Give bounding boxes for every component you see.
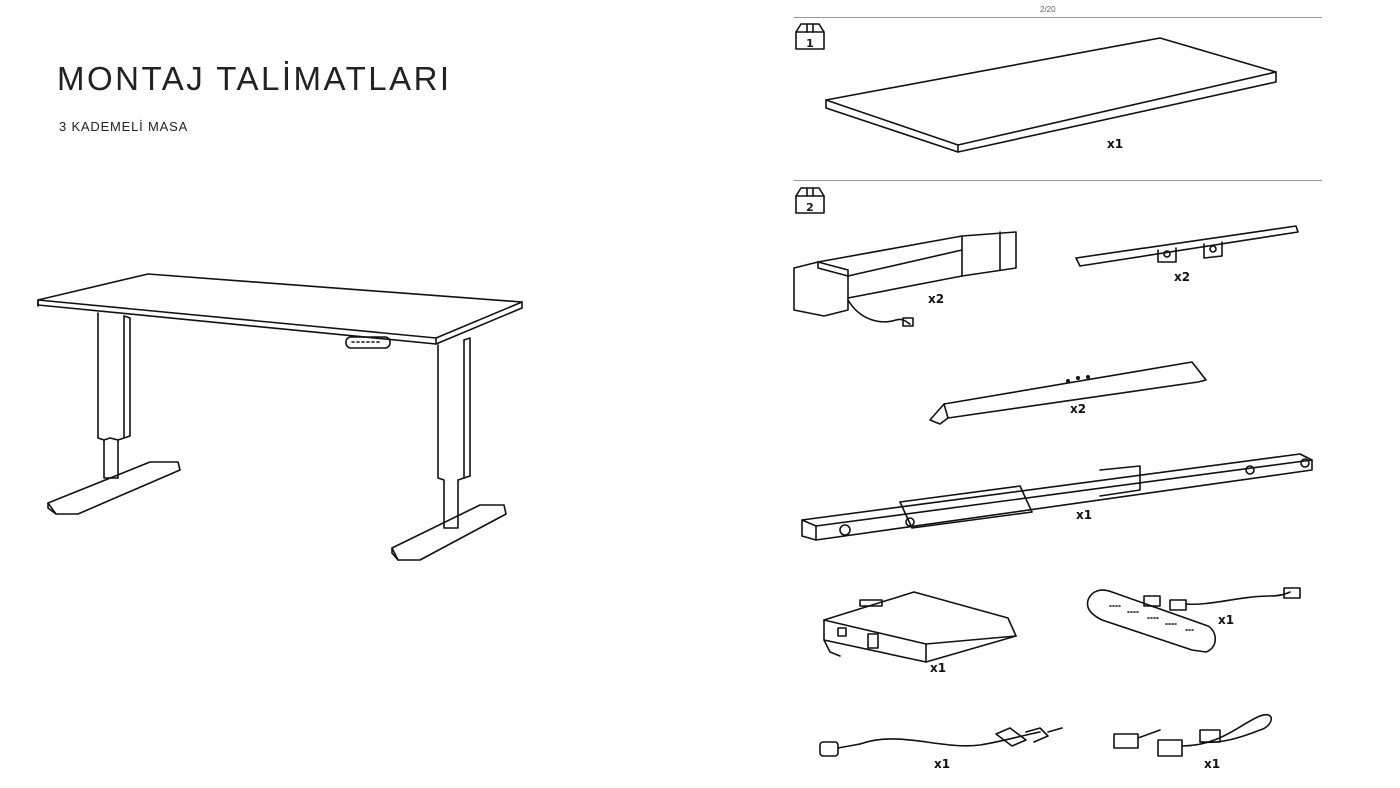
parts-list-page: 2/20 1 x1 2 x2 [700,0,1400,788]
step-2-marker: 2 [795,186,825,214]
handset-part [1086,587,1301,653]
foot-part [929,361,1207,425]
handset-qty: x1 [1218,613,1235,627]
desktop-part [825,37,1277,153]
cover-page: MONTAJ TALİMATLARI 3 KADEMELİ MASA [37,60,523,561]
splitter-cable-qty: x1 [1204,757,1221,771]
frame-beam-part [801,453,1313,541]
box-icon [795,187,825,214]
control-box-qty: x1 [930,661,947,675]
top-bracket-part [1075,225,1299,267]
control-box-part [823,591,1017,663]
step-1-number: 1 [806,37,814,50]
page-number: 2/20 [1040,5,1056,14]
standing-desk-illustration [37,273,523,561]
splitter-cable-part [1113,713,1273,757]
step-2-divider [794,180,1322,181]
leg-column-part [793,231,1017,327]
foot-qty: x2 [1070,402,1087,416]
box-icon [795,23,825,50]
page-title: MONTAJ TALİMATLARI [57,60,452,97]
step-2-number: 2 [806,201,814,214]
frame-beam-qty: x1 [1076,508,1093,522]
step-1-marker: 1 [795,22,825,50]
power-cable-part [819,727,1063,757]
desktop-qty: x1 [1107,137,1124,151]
leg-column-qty: x2 [928,292,945,306]
step-1-divider [794,17,1322,18]
top-bracket-qty: x2 [1174,270,1191,284]
page-subtitle: 3 KADEMELİ MASA [59,119,189,134]
power-cable-qty: x1 [934,757,951,771]
